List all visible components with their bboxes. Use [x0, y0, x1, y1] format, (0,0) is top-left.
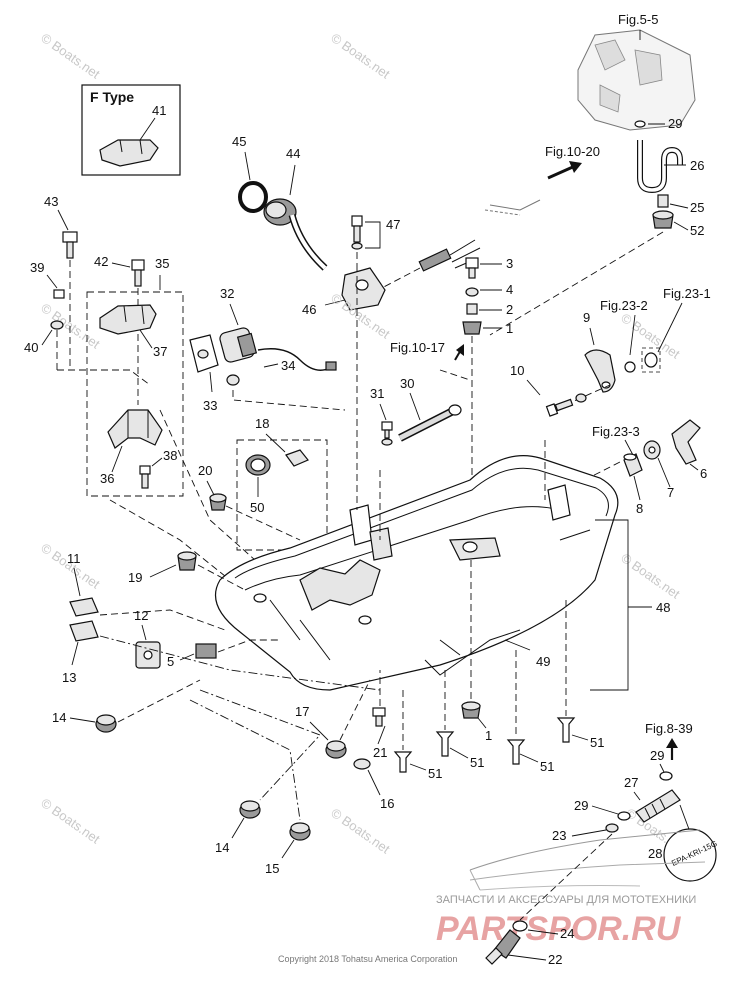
- f-type-title: F Type: [90, 89, 134, 105]
- callout-9: 9: [583, 310, 590, 325]
- callout-28: 28: [648, 846, 662, 861]
- ref-fig-5-5: Fig.5-5: [618, 12, 658, 27]
- callout-20: 20: [198, 463, 212, 478]
- engine-sketch: Fig.5-5: [577, 12, 696, 131]
- callout-48: 48: [656, 600, 670, 615]
- watermark: © Boats.net: [328, 30, 393, 82]
- callout-19: 19: [128, 570, 142, 585]
- callout-11: 11: [67, 551, 81, 566]
- ref-fig-8-39: Fig.8-39: [645, 721, 693, 736]
- callout-14: 14: [215, 840, 229, 855]
- callout-35: 35: [155, 256, 169, 271]
- rod-group: 31 30: [370, 369, 471, 446]
- callout-52: 52: [690, 223, 704, 238]
- fig-10-20-ref: Fig.10-20: [545, 144, 600, 180]
- callout-30: 30: [400, 376, 414, 391]
- callout-13: 13: [62, 670, 76, 685]
- callout-15: 15: [265, 861, 279, 876]
- grommet-group-18-20-50: 18 50 20: [198, 416, 328, 551]
- bracket-group-35: 43 39 40 42 35 37 36 38: [24, 194, 256, 581]
- callout-7: 7: [667, 485, 674, 500]
- watermark: © Boats.net: [38, 795, 103, 847]
- callout-8: 8: [636, 501, 643, 516]
- callout-38: 38: [163, 448, 177, 463]
- callout-29: 29: [650, 748, 664, 763]
- callout-40: 40: [24, 340, 38, 355]
- callout-29: 29: [574, 798, 588, 813]
- watermark: © Boats.net: [328, 805, 393, 857]
- callout-18: 18: [255, 416, 269, 431]
- callout-12: 12: [134, 608, 148, 623]
- callout-2: 2: [506, 302, 513, 317]
- switch-group: 32 33 34: [189, 286, 346, 413]
- callout-51: 51: [470, 755, 484, 770]
- ref-fig-10-17: Fig.10-17: [390, 340, 445, 355]
- callout-14: 14: [52, 710, 66, 725]
- callout-37: 37: [153, 344, 167, 359]
- lower-cowl: 49 48: [214, 265, 670, 691]
- callout-17: 17: [295, 704, 309, 719]
- callout-25: 25: [690, 200, 704, 215]
- brand-logo-text: PARTSPOR.RU: [436, 910, 682, 948]
- lever-group: Fig.23-2 Fig.23-1 9 10 Fig.23-3 6 7 8: [510, 286, 711, 516]
- callout-45: 45: [232, 134, 246, 149]
- brand-watermark: ЗАПЧАСТИ И АКСЕССУАРЫ ДЛЯ МОТОТЕХНИКИ PA…: [436, 894, 696, 948]
- fig-10-17-ref: Fig.10-17: [390, 340, 464, 361]
- fitting-stack: 3 4 2 1: [462, 256, 513, 545]
- callout-43: 43: [44, 194, 58, 209]
- callout-21: 21: [373, 745, 387, 760]
- callout-51: 51: [590, 735, 604, 750]
- watermark: © Boats.net: [38, 30, 103, 82]
- callout-36: 36: [100, 471, 114, 486]
- callout-22: 22: [548, 952, 562, 967]
- callout-3: 3: [506, 256, 513, 271]
- callout-4: 4: [506, 282, 513, 297]
- callout-33: 33: [203, 398, 217, 413]
- watermark: © Boats.net: [38, 300, 103, 352]
- brand-tagline: ЗАПЧАСТИ И АКСЕССУАРЫ ДЛЯ МОТОТЕХНИКИ: [436, 894, 696, 906]
- callout-46: 46: [302, 302, 316, 317]
- wire-harness: [377, 199, 541, 291]
- callout-26: 26: [690, 158, 704, 173]
- callout-34: 34: [281, 358, 295, 373]
- callout-31: 31: [370, 386, 384, 401]
- callout-10: 10: [510, 363, 524, 378]
- fasteners-51: 1 51 51 51 51: [393, 560, 604, 781]
- left-parts: 11 13 12 19 5: [62, 551, 381, 691]
- callout-5: 5: [167, 654, 174, 669]
- ref-fig-23-3: Fig.23-3: [592, 424, 640, 439]
- callout-49: 49: [536, 654, 550, 669]
- callout-1: 1: [485, 728, 492, 743]
- copyright-text: Copyright 2018 Tohatsu America Corporati…: [278, 954, 457, 964]
- callout-23: 23: [552, 828, 566, 843]
- ref-fig-23-2: Fig.23-2: [600, 298, 648, 313]
- callout-6: 6: [700, 466, 707, 481]
- callout-51: 51: [428, 766, 442, 781]
- callout-42: 42: [94, 254, 108, 269]
- ref-fig-10-20: Fig.10-20: [545, 144, 600, 159]
- plugs: 14 14 15 17 16 21: [52, 670, 394, 876]
- hull-outline: [469, 829, 706, 891]
- callout-32: 32: [220, 286, 234, 301]
- f-type-inset: F Type 41: [81, 84, 181, 176]
- callout-50: 50: [250, 500, 264, 515]
- callout-29: 29: [668, 116, 682, 131]
- callout-16: 16: [380, 796, 394, 811]
- callout-1: 1: [506, 321, 513, 336]
- fitting-22-24: 24 22: [485, 833, 613, 967]
- ref-fig-23-1: Fig.23-1: [663, 286, 711, 301]
- callout-24: 24: [560, 926, 574, 941]
- hose-assembly: 29 26 25 52: [489, 116, 704, 336]
- callout-39: 39: [30, 260, 44, 275]
- callout-47: 47: [386, 217, 400, 232]
- bracket-46: 47 46 © Boats.net: [302, 215, 400, 342]
- callout-41: 41: [152, 103, 166, 118]
- callout-27: 27: [624, 775, 638, 790]
- grommet-parts: 45 44: [232, 134, 328, 271]
- callout-51: 51: [540, 759, 554, 774]
- callout-44: 44: [286, 146, 300, 161]
- fig-8-39-group: Fig.8-39 29 27 29 23 EPA-KRI-15G 28: [552, 721, 719, 882]
